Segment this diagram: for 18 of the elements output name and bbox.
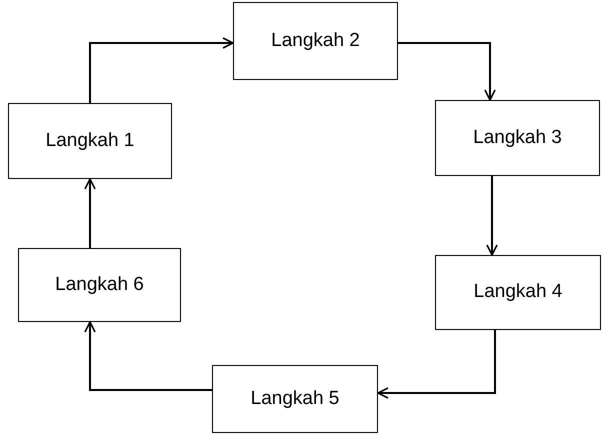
process-box xyxy=(233,2,398,80)
step-label: Langkah 6 xyxy=(55,272,144,297)
step-label: Langkah 4 xyxy=(474,280,562,304)
arrow xyxy=(89,37,234,103)
arrow xyxy=(84,178,96,248)
process-box xyxy=(212,365,378,433)
process-box xyxy=(18,248,181,322)
step-label: Langkah 1 xyxy=(46,128,134,153)
step-label: Langkah 5 xyxy=(250,386,340,411)
step-label: Langkah 2 xyxy=(271,28,360,53)
arrow xyxy=(398,42,496,101)
process-box xyxy=(435,100,600,176)
step-label: Langkah 3 xyxy=(473,126,562,150)
process-box xyxy=(8,103,172,179)
arrow xyxy=(84,321,212,391)
process-box xyxy=(435,255,601,330)
arrow xyxy=(486,176,498,256)
arrow xyxy=(377,330,496,399)
